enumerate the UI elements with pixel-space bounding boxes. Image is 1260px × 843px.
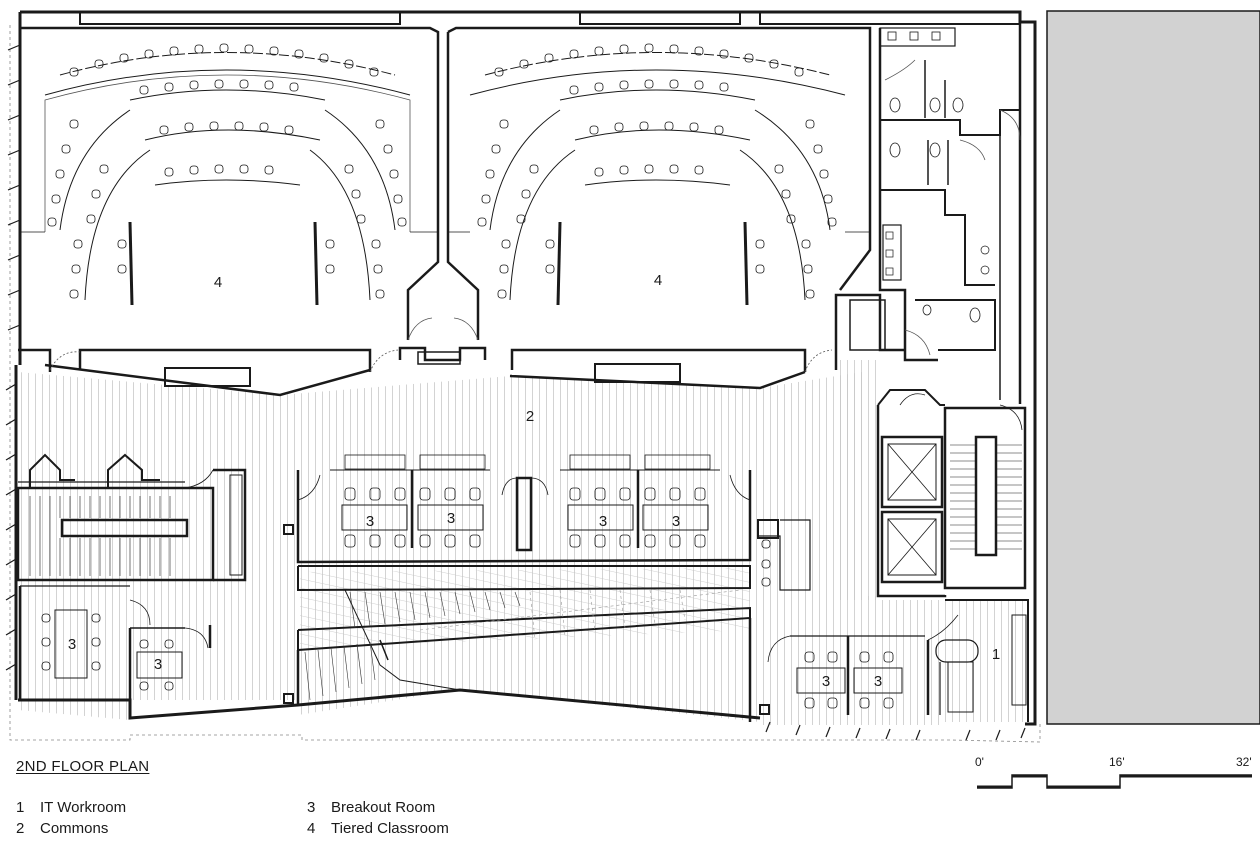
lower-left-breakout-rooms — [18, 524, 294, 704]
tiered-classroom-right — [446, 26, 872, 340]
room-tag-breakout: 3 — [68, 636, 76, 653]
top-wall-panels — [79, 11, 1021, 25]
room-tag-breakout: 3 — [822, 673, 830, 690]
restroom-core — [849, 22, 1022, 404]
elevator-core — [876, 389, 1027, 598]
legend-label: Commons — [40, 820, 109, 837]
floor-hatching — [18, 360, 1025, 725]
scale-label-mid: 16' — [1109, 755, 1125, 769]
room-tag-breakout: 3 — [599, 513, 607, 530]
legend-label: Breakout Room — [331, 799, 436, 816]
legend-number: 3 — [307, 799, 316, 816]
classroom-front-walls — [18, 293, 905, 397]
restroom-doors — [884, 59, 1021, 356]
tiered-classroom-left — [20, 26, 440, 340]
scale-label-end: 32' — [1236, 755, 1252, 769]
room-tag-breakout: 3 — [672, 513, 680, 530]
room-tag-breakout: 3 — [154, 656, 162, 673]
room-tag-breakout: 3 — [447, 510, 455, 527]
scale-label-zero: 0' — [975, 755, 984, 769]
window-mullions — [5, 44, 1026, 741]
central-breakout-rooms — [296, 454, 752, 564]
grand-stair — [296, 565, 752, 722]
lower-right-rooms — [757, 519, 1029, 722]
room-tag-it-workroom: 1 — [992, 646, 1000, 663]
legend-number: 1 — [16, 799, 25, 816]
legend-column-right: 3 Breakout Room 4 Tiered Classroom — [307, 797, 449, 839]
left-stair — [16, 453, 247, 582]
adjacent-building — [1046, 10, 1260, 725]
room-tag-breakout: 3 — [366, 513, 374, 530]
legend-column-left: 1 IT Workroom 2 Commons — [16, 797, 126, 839]
legend-number: 4 — [307, 820, 316, 837]
legend-item: 3 Breakout Room — [307, 797, 449, 818]
room-tag-tiered-classroom-right: 4 — [654, 272, 662, 289]
classroom-doors — [49, 317, 833, 373]
legend-item: 2 Commons — [16, 818, 126, 839]
room-tags: 4 4 2 3 3 3 3 3 3 3 3 1 — [68, 272, 1000, 690]
legend-number: 2 — [16, 820, 25, 837]
plan-title: 2ND FLOOR PLAN — [16, 758, 150, 775]
room-tag-breakout: 3 — [874, 673, 882, 690]
legend-item: 1 IT Workroom — [16, 797, 126, 818]
legend-item: 4 Tiered Classroom — [307, 818, 449, 839]
room-tag-commons: 2 — [526, 408, 534, 425]
legend-label: IT Workroom — [40, 799, 127, 816]
legend-label: Tiered Classroom — [331, 820, 449, 837]
scale-bar — [977, 774, 1252, 789]
room-tag-tiered-classroom-left: 4 — [214, 274, 222, 291]
